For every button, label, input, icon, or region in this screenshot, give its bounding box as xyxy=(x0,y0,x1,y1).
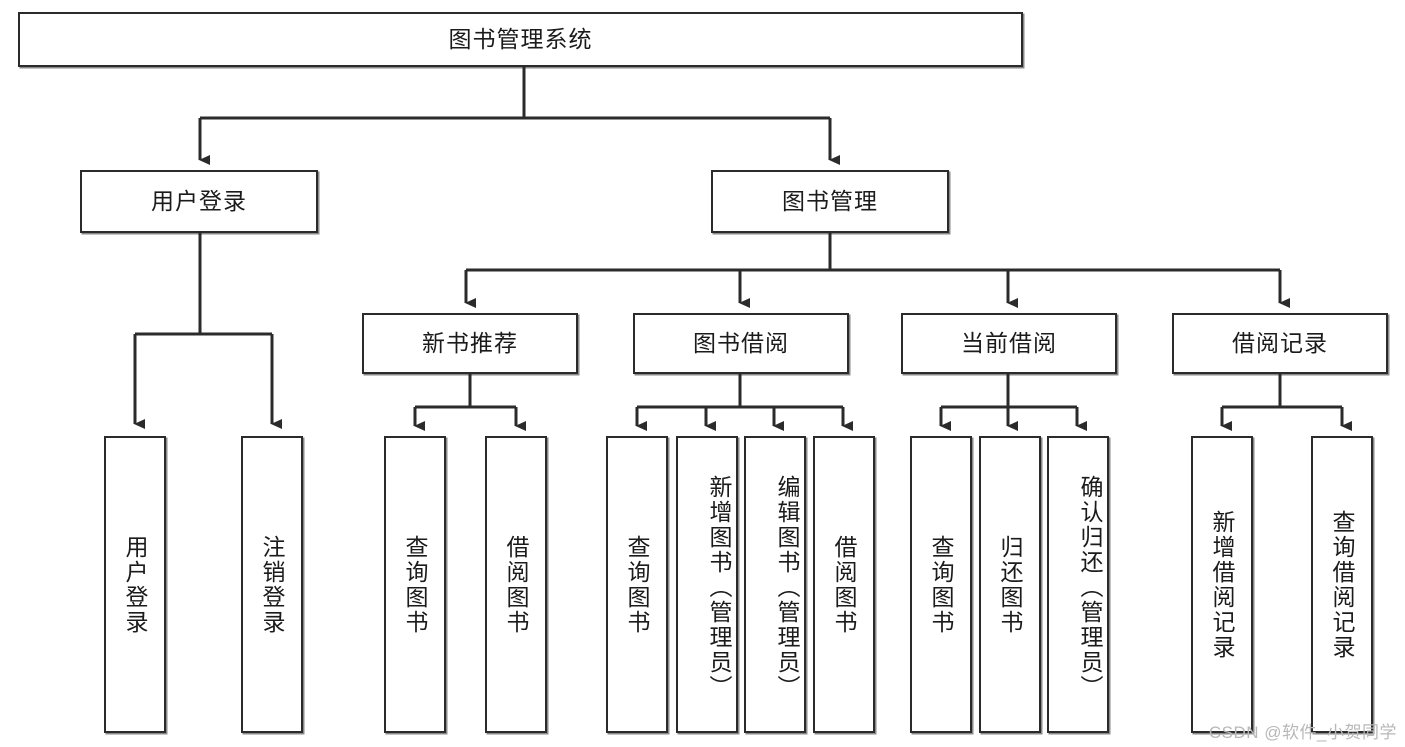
node-label: 编辑图书（管理员） xyxy=(774,475,800,700)
node-label: 借阅记录 xyxy=(1232,329,1328,356)
node-label: 查询图书 xyxy=(624,534,650,635)
node-leaf-add-borrow-record[interactable]: 新增借阅记录 xyxy=(1191,436,1253,733)
node-label: 用户登录 xyxy=(151,187,247,214)
node-leaf-confirm-return[interactable]: 确认归还（管理员） xyxy=(1047,436,1109,733)
node-label: 借阅图书 xyxy=(831,534,857,635)
node-leaf-add-book[interactable]: 新增图书（管理员） xyxy=(676,436,738,733)
node-label: 图书借阅 xyxy=(693,329,789,356)
node-leaf-query-book-recommend[interactable]: 查询图书 xyxy=(384,436,446,733)
node-book-borrow[interactable]: 图书借阅 xyxy=(633,313,849,374)
node-label: 查询图书 xyxy=(928,534,954,635)
node-label: 新书推荐 xyxy=(422,329,518,356)
node-new-book-recommend[interactable]: 新书推荐 xyxy=(362,313,578,374)
node-label: 用户登录 xyxy=(122,534,148,635)
node-label: 查询借阅记录 xyxy=(1329,509,1355,660)
node-current-borrow[interactable]: 当前借阅 xyxy=(901,313,1117,374)
node-root-book-management-system[interactable]: 图书管理系统 xyxy=(18,12,1023,67)
node-leaf-user-login[interactable]: 用户登录 xyxy=(104,436,166,733)
node-label: 新增图书（管理员） xyxy=(706,475,732,700)
node-label: 归还图书 xyxy=(997,534,1023,635)
node-leaf-query-book-borrow[interactable]: 查询图书 xyxy=(606,436,668,733)
node-leaf-query-book-current[interactable]: 查询图书 xyxy=(910,436,972,733)
csdn-watermark: CSDN @软件_小贺同学 xyxy=(1208,723,1397,742)
node-user-login[interactable]: 用户登录 xyxy=(80,170,318,233)
node-label: 借阅图书 xyxy=(503,534,529,635)
node-leaf-query-borrow-record[interactable]: 查询借阅记录 xyxy=(1311,436,1373,733)
node-label: 查询图书 xyxy=(402,534,428,635)
node-leaf-edit-book[interactable]: 编辑图书（管理员） xyxy=(744,436,806,733)
node-label: 确认归还（管理员） xyxy=(1077,475,1103,700)
node-book-manage[interactable]: 图书管理 xyxy=(711,170,949,233)
node-label: 当前借阅 xyxy=(961,329,1057,356)
node-leaf-logout[interactable]: 注销登录 xyxy=(241,436,303,733)
node-leaf-borrow-book-borrow[interactable]: 借阅图书 xyxy=(813,436,875,733)
node-label: 图书管理系统 xyxy=(448,25,593,52)
node-leaf-return-book[interactable]: 归还图书 xyxy=(979,436,1041,733)
node-borrow-record[interactable]: 借阅记录 xyxy=(1172,313,1388,374)
node-leaf-borrow-book-recommend[interactable]: 借阅图书 xyxy=(485,436,547,733)
node-label: 注销登录 xyxy=(259,534,285,635)
node-label: 图书管理 xyxy=(782,187,878,214)
node-label: 新增借阅记录 xyxy=(1209,509,1235,660)
